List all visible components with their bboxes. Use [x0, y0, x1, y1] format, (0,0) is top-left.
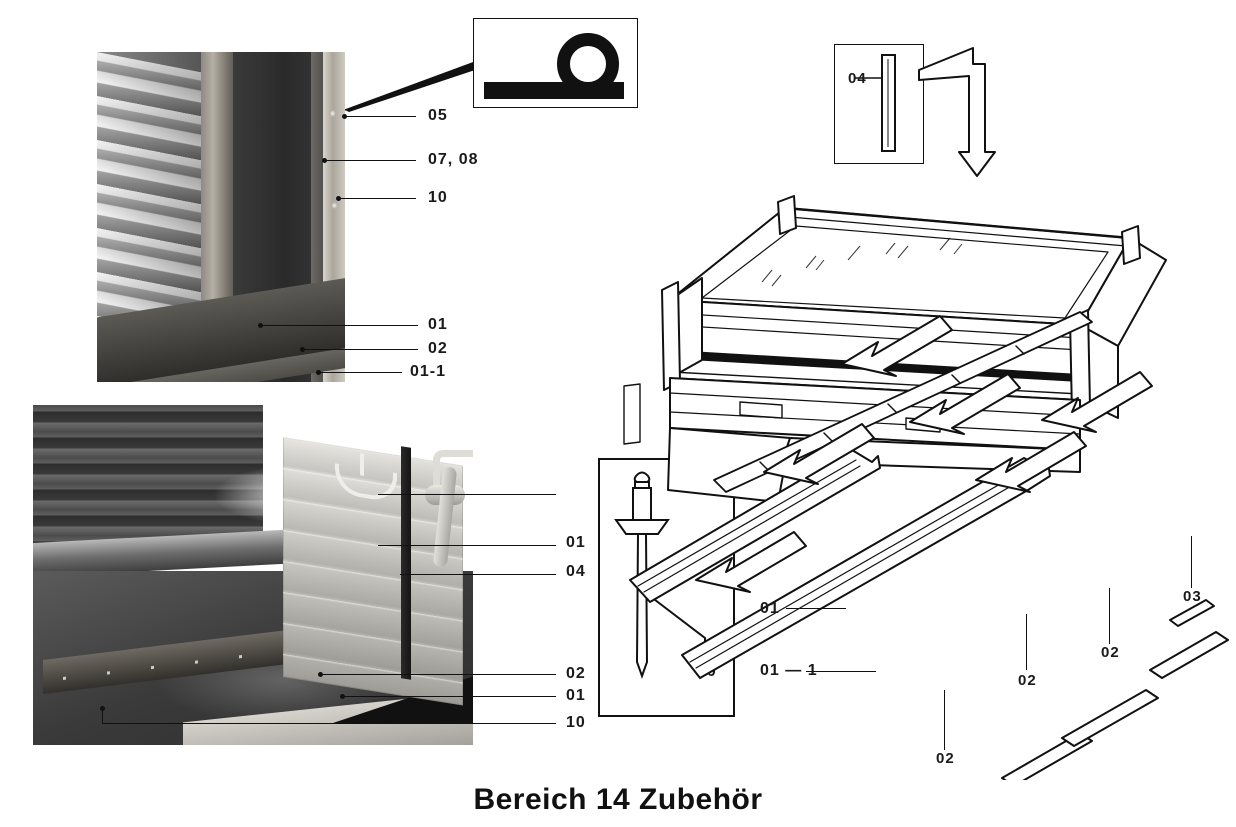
exploded-drawing [623, 195, 1229, 780]
callout-exp-02b: 02 [1101, 644, 1120, 661]
callout-exp-01: 01 [760, 600, 780, 617]
callout-05: 05 [428, 107, 448, 124]
leader-line [786, 608, 846, 610]
callout-01: 01 [428, 316, 448, 333]
strip-part-04-detail [834, 44, 924, 164]
callout-bed-04: 04 [566, 563, 586, 580]
callout-01-1: 01-1 [410, 363, 447, 380]
callout-10: 10 [428, 189, 448, 206]
callout-02: 02 [428, 340, 448, 357]
rivet-head [329, 110, 336, 117]
leader-line [260, 325, 418, 327]
leader-line [338, 198, 416, 200]
truck-bed-tailgate-photo [33, 405, 473, 745]
leader-line [302, 349, 418, 351]
callout-exp-02a: 02 [1018, 672, 1037, 689]
leader-line [400, 574, 556, 576]
leader-line [342, 696, 556, 698]
leader-line [1026, 614, 1028, 670]
callout-exp-03: 03 [1183, 588, 1202, 605]
bed-rails-exploded-view [610, 150, 1236, 780]
seal-bulb-ring [557, 33, 619, 95]
leader-line [102, 723, 556, 725]
leader-line [806, 671, 876, 673]
callout-bed-02: 02 [566, 665, 586, 682]
seal-callout-wedge [345, 61, 476, 112]
callout-exp-02c: 02 [936, 750, 955, 767]
leader-line [378, 494, 556, 496]
leader-line [944, 690, 946, 750]
rivet-head [331, 202, 338, 209]
callout-bed-01: 01 [566, 534, 586, 551]
callout-exp-01-1: 01 — 1 [760, 662, 818, 679]
leader-line [318, 372, 402, 374]
leader-line [1191, 536, 1193, 588]
page-title: Bereich 14 Zubehör [473, 783, 763, 816]
callout-strip-04: 04 [848, 70, 867, 87]
leader-line [378, 545, 556, 547]
leader-line [324, 160, 416, 162]
door-frame-seal-photo [97, 52, 345, 382]
callout-07-08: 07, 08 [428, 151, 479, 168]
leader-line [1109, 588, 1111, 644]
latch-loop [433, 450, 473, 497]
leader-line [102, 706, 104, 724]
tailgate-seal-strip [401, 446, 411, 680]
callout-bed-01b: 01 [566, 687, 586, 704]
leader-line [320, 674, 556, 676]
seal-cross-section-detail [473, 18, 638, 108]
callout-bed-10: 10 [566, 714, 586, 731]
strip-drawing [855, 54, 896, 152]
leader-line [344, 116, 416, 118]
assembly-arrow-04 [918, 47, 996, 177]
